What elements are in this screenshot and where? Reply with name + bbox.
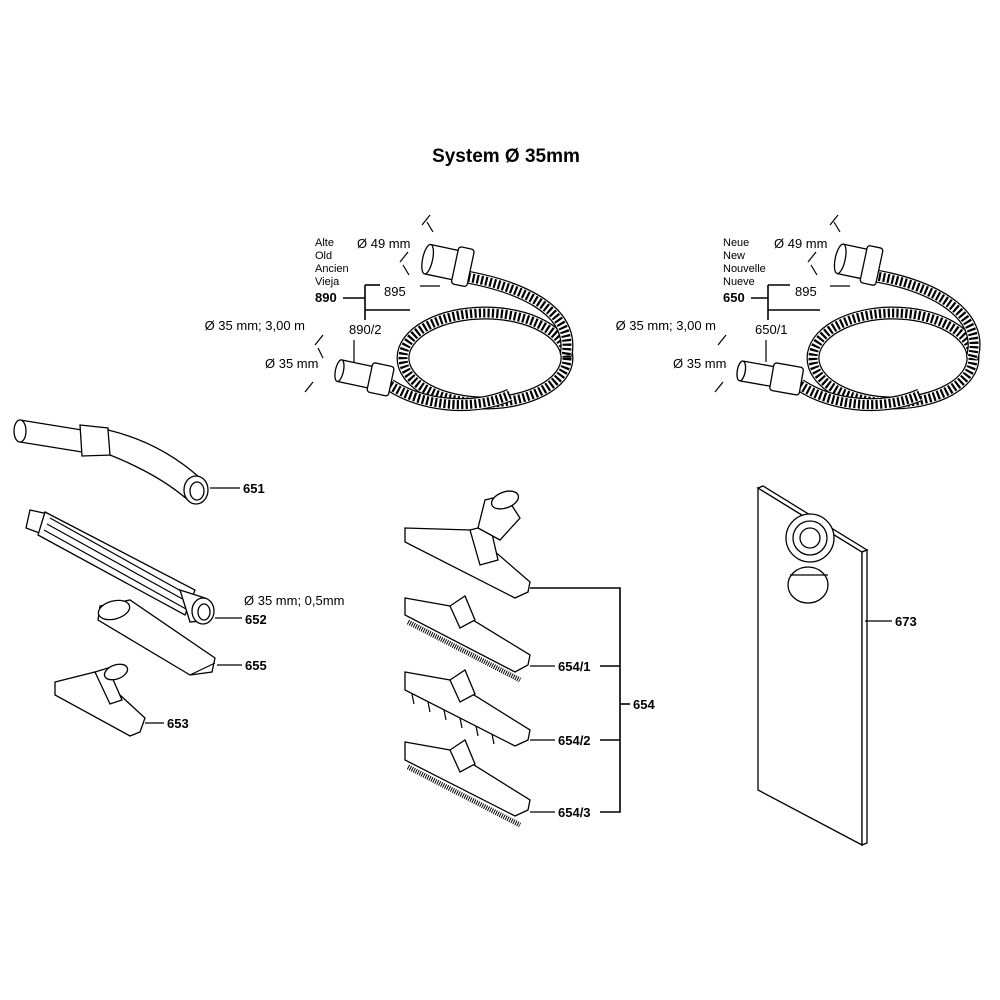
hose-new-variant-label-1: New	[723, 250, 745, 262]
hose-new-hose-number: 650/1	[755, 322, 788, 337]
nozzle-insert-2-number: 654/2	[558, 733, 591, 748]
hose-old-hose-spec: Ø 35 mm; 3,00 m	[205, 318, 305, 333]
filter-bag-collar	[785, 513, 835, 604]
hose-new-drawing	[736, 243, 981, 412]
hose-old-hose-number: 890/2	[349, 322, 382, 337]
crevice-nozzle-number: 655	[245, 658, 267, 673]
filter-bag-number: 673	[895, 614, 917, 629]
hose-new-variant-label-0: Neue	[723, 237, 749, 249]
nozzle-insert-654-3	[404, 739, 531, 828]
hose-new-diameter-large: Ø 49 mm	[774, 236, 827, 251]
diagram-title: System Ø 35mm	[432, 146, 580, 167]
hose-old-variant-label-2: Ancien	[315, 263, 349, 275]
extension-tube-number: 652	[245, 612, 267, 627]
hose-new-part-number: 650	[723, 290, 745, 305]
bent-tube-651: 651	[13, 419, 265, 505]
hose-old-variant-label-1: Old	[315, 250, 332, 262]
hose-old-assembly: Alte Old Ancien Vieja 890 Ø 49 mm 895 89…	[205, 214, 574, 412]
hose-new-assembly: Neue New Nouvelle Nueve 650 Ø 49 mm 895 …	[616, 214, 981, 412]
floor-nozzle-653: 653	[54, 663, 189, 737]
hose-new-diameter-small: Ø 35 mm	[673, 356, 726, 371]
hose-new-variant-label-2: Nouvelle	[723, 263, 766, 275]
nozzle-insert-1-number: 654/1	[558, 659, 591, 674]
nozzle-insert-654-2	[404, 669, 531, 747]
hose-old-diameter-small: Ø 35 mm	[265, 356, 318, 371]
nozzle-insert-654-1	[404, 595, 531, 683]
floor-nozzle-set-number: 654	[633, 697, 655, 712]
hose-old-drawing	[334, 243, 574, 412]
hose-old-connector-number: 895	[384, 284, 406, 299]
hose-new-hose-spec: Ø 35 mm; 3,00 m	[616, 318, 716, 333]
nozzle-insert-3-number: 654/3	[558, 805, 591, 820]
crevice-nozzle-655: 655	[97, 599, 267, 676]
hose-old-variant-label-3: Vieja	[315, 276, 340, 288]
hose-old-variant-label-0: Alte	[315, 237, 334, 249]
bent-tube-number: 651	[243, 481, 265, 496]
hose-old-part-number: 890	[315, 290, 337, 305]
floor-nozzle-set-leader: 654 654/1 654/2 654/3	[530, 587, 655, 820]
floor-nozzle-654	[404, 490, 531, 599]
extension-tube-652: 652 Ø 35 mm; 0,5mm	[25, 509, 344, 627]
hose-new-variant-label-3: Nueve	[723, 276, 755, 288]
hose-new-connector-number: 895	[795, 284, 817, 299]
filter-bag-673: 673	[756, 485, 917, 847]
floor-nozzle-small-number: 653	[167, 716, 189, 731]
hose-old-diameter-large: Ø 49 mm	[357, 236, 410, 251]
extension-tube-spec: Ø 35 mm; 0,5mm	[244, 593, 344, 608]
